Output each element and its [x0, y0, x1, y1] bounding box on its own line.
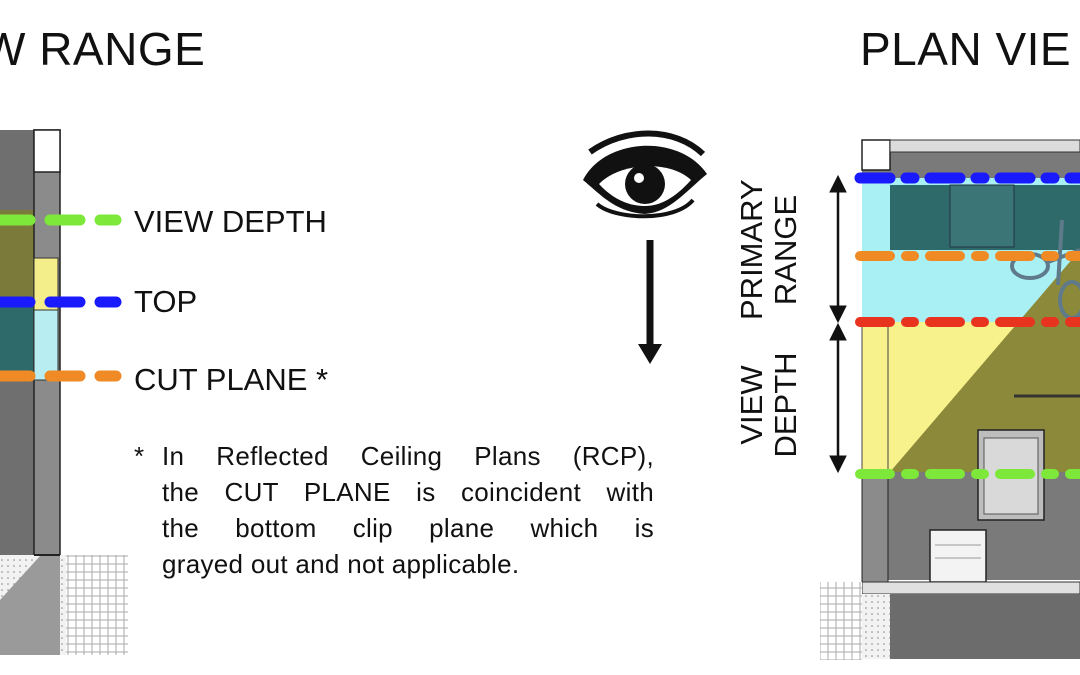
cut-plane-label: CUT PLANE * [134, 362, 329, 397]
view-depth-side-label-line1: VIEW [734, 365, 769, 445]
primary-range-dimension-arrow [829, 174, 847, 324]
footnote-line: In Reflected Ceiling Plans (RCP), [162, 441, 654, 471]
rcp-footnote: * In Reflected Ceiling Plans (RCP), the … [134, 438, 654, 582]
footnote-line: the bottom clip plane which is [162, 513, 654, 543]
footnote-asterisk: * [134, 441, 145, 471]
top-label: TOP [134, 284, 198, 319]
primary-range-label-line1: PRIMARY [734, 179, 769, 320]
footnote-line: the CUT PLANE is coincident with [162, 477, 654, 507]
eye-icon [583, 130, 707, 219]
footnote-line: grayed out and not applicable. [162, 549, 520, 579]
view-depth-label: VIEW DEPTH [134, 204, 327, 239]
view-depth-side-label-line2: DEPTH [768, 352, 803, 458]
view-depth-side-label: VIEW DEPTH [734, 345, 805, 465]
left-section-drawing [0, 129, 128, 655]
primary-range-label: PRIMARY RANGE [734, 179, 805, 320]
view-depth-dimension-arrow [829, 322, 847, 474]
down-arrow-icon [638, 240, 662, 364]
right-section-drawing [820, 139, 1080, 660]
left-title: W RANGE [0, 23, 206, 75]
primary-range-label-line2: RANGE [768, 194, 803, 306]
right-title: PLAN VIE [860, 23, 1072, 75]
